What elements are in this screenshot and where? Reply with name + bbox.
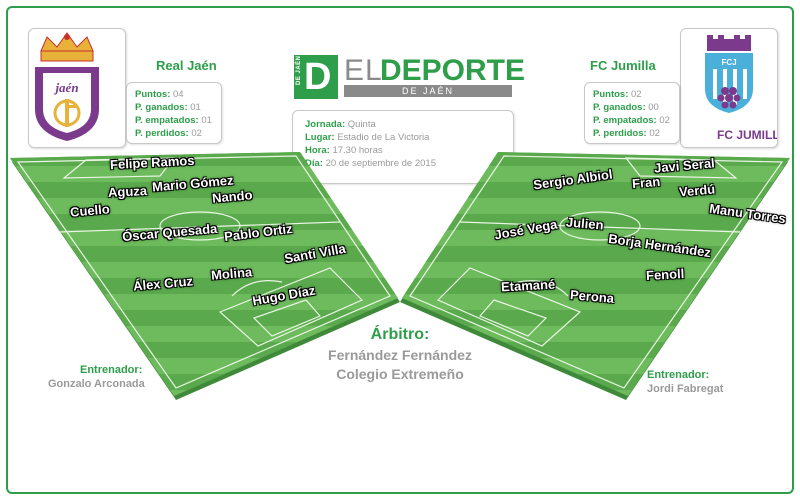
home-stat-points: Puntos: 04	[135, 89, 184, 100]
outer-frame	[6, 6, 794, 494]
home-coach-label: Entrenador:	[80, 364, 143, 376]
home-stat-lost: P. perdidos: 02	[135, 128, 202, 139]
crest-text: jaén	[53, 80, 78, 95]
away-stats-box: Puntos: 02 P. ganados: 00 P. empatados: …	[584, 82, 680, 144]
away-player: Julien	[565, 214, 605, 233]
el-deporte-logo: DE JAÉN D EL DEPORTE DE JAÉN	[294, 54, 525, 99]
home-coach-name: Gonzalo Arconada	[48, 378, 145, 390]
away-player: Verdú	[678, 181, 716, 200]
badge-text: FCJ	[721, 58, 736, 67]
match-time: Hora: 17.30 horas	[305, 145, 383, 156]
real-jaen-crest-icon: jaén	[35, 32, 99, 141]
referee-name: Fernández Fernández	[328, 347, 472, 363]
brand-el: EL	[344, 54, 383, 87]
brand-deporte: DEPORTE	[380, 54, 526, 87]
away-stat-won: P. ganados: 00	[593, 102, 659, 113]
away-team-name: FC Jumilla	[590, 58, 656, 73]
home-stat-drawn: P. empatados: 01	[135, 115, 212, 126]
match-date: Día: 20 de septiembre de 2015	[305, 158, 436, 169]
brand-sub: DE JAÉN	[344, 85, 512, 97]
away-coach-name: Jordi Fabregat	[647, 383, 724, 395]
away-coach-label: Entrenador:	[647, 369, 710, 381]
home-team-name: Real Jaén	[156, 58, 217, 73]
referee-label: Árbitro:	[370, 326, 430, 343]
match-round: Jornada: Quinta	[305, 119, 376, 130]
match-venue: Lugar: Estadio de La Victoria	[305, 132, 430, 143]
home-logo-box: jaén	[28, 28, 126, 148]
club-wordmark: FC JUMILL	[717, 128, 777, 142]
away-player: Etamané	[500, 276, 556, 295]
referee-college: Colegio Extremeño	[336, 366, 464, 382]
away-player: Fenoll	[645, 266, 685, 283]
fc-jumilla-crest-icon: FCJ FC JUMILL	[705, 35, 777, 142]
away-stat-drawn: P. empatados: 02	[593, 115, 670, 126]
home-stats-box: Puntos: 04 P. ganados: 01 P. empatados: …	[126, 82, 222, 144]
away-stat-lost: P. perdidos: 02	[593, 128, 660, 139]
match-info-box: Jornada: Quinta Lugar: Estadio de La Vic…	[292, 110, 514, 184]
brand-letter: D	[304, 56, 332, 98]
away-stat-points: Puntos: 02	[593, 89, 642, 100]
away-player: Fran	[631, 173, 661, 192]
home-player: Aguza	[107, 182, 148, 201]
home-stat-won: P. ganados: 01	[135, 102, 201, 113]
away-logo-box: FCJ FC JUMILL	[680, 28, 778, 148]
